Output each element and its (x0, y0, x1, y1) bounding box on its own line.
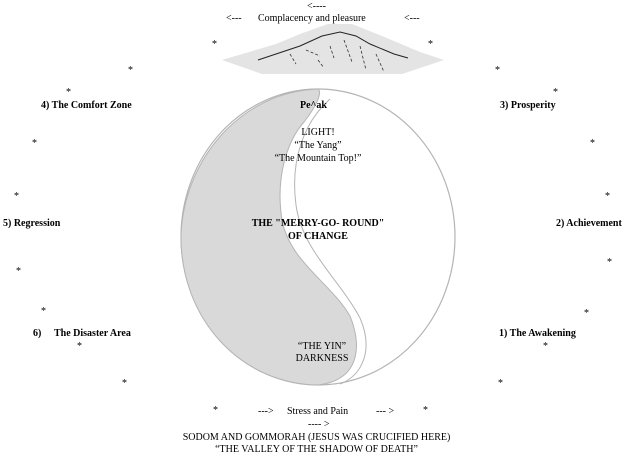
yin-label: “THE YIN” (262, 341, 382, 353)
star-marker: * (212, 40, 217, 50)
valley-shadow-label: “THE VALLEY OF THE SHADOW OF DEATH” (150, 444, 483, 456)
star-marker: * (607, 258, 612, 268)
star-marker: * (553, 88, 558, 98)
prosperity-label: 3) Prosperity (500, 100, 556, 112)
complacency-label: Complacency and pleasure (258, 13, 366, 25)
bottom-arrow-left: ---> (258, 406, 274, 418)
disaster-area-number: 6) (33, 328, 41, 340)
star-marker: * (590, 139, 595, 149)
star-marker: * (605, 192, 610, 202)
star-marker: * (495, 66, 500, 76)
awakening-label: 1) The Awakening (499, 328, 576, 340)
star-marker: * (584, 309, 589, 319)
star-marker: * (77, 342, 82, 352)
merry-go-round-title: THE "MERRY-GO- ROUND" (228, 218, 408, 230)
disaster-area-label: The Disaster Area (54, 328, 131, 340)
star-marker: * (41, 307, 46, 317)
star-marker: * (543, 342, 548, 352)
bottom-arrow-right: --- > (376, 406, 394, 418)
mountain-top-label: “The Mountain Top!” (248, 153, 388, 165)
of-change-title: OF CHANGE (228, 231, 408, 243)
star-marker: * (32, 139, 37, 149)
mountain-base (222, 24, 444, 74)
yang-label: “The Yang” (258, 140, 378, 152)
star-marker: * (498, 379, 503, 389)
light-label: LIGHT! (258, 127, 378, 139)
stress-pain-label: Stress and Pain (287, 406, 348, 418)
regression-label: 5) Regression (3, 218, 60, 230)
achievement-label: 2) Achievement (556, 218, 622, 230)
star-marker: * (122, 379, 127, 389)
star-marker: * (66, 88, 71, 98)
top-arrow-right: <--- (404, 13, 420, 25)
bottom-arrow-small: ---- > (308, 419, 329, 431)
star-marker: * (423, 406, 428, 416)
top-arrow-left: <--- (226, 13, 242, 25)
comfort-zone-label: 4) The Comfort Zone (41, 100, 132, 112)
top-arrow-small: <---- (307, 1, 326, 13)
star-marker: * (213, 406, 218, 416)
star-marker: * (16, 267, 21, 277)
peak-label: Pe^ak (300, 100, 327, 112)
star-marker: * (14, 192, 19, 202)
sodom-gommorah-label: SODOM AND GOMMORAH (JESUS WAS CRUCIFIED … (100, 432, 533, 444)
star-marker: * (128, 66, 133, 76)
star-marker: * (428, 40, 433, 50)
darkness-label: DARKNESS (262, 353, 382, 365)
